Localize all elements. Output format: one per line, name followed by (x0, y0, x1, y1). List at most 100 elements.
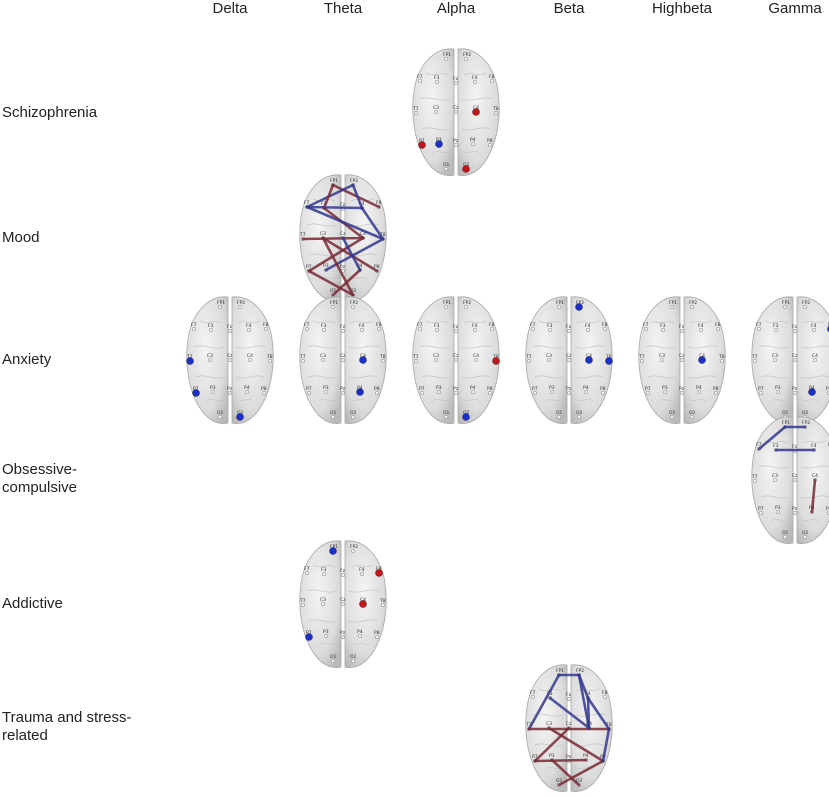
brain-map-delta-anxiety: FP1FP2F7F3FzF4F8T7C3CzC4T8P7P3PzP4P8O1O2 (180, 291, 280, 429)
sulcus-line (574, 345, 606, 349)
left-hemisphere (751, 296, 794, 424)
electrode-marker (470, 389, 476, 395)
electrode-label-cz: Cz (792, 473, 798, 479)
sulcus-line (689, 320, 713, 324)
connectivity-edge-t8-p8 (601, 727, 611, 763)
electrode-marker (792, 390, 798, 396)
electrode-label-p3: P3 (210, 385, 216, 391)
electrode-marker (600, 390, 606, 396)
electrode-label-f7: F7 (530, 690, 536, 696)
electrode-marker (210, 389, 216, 395)
sulcus-line (312, 564, 336, 568)
connectivity-edge-fp1-f7 (757, 425, 787, 451)
left-hemisphere (412, 296, 455, 424)
electrode-label-f4: F4 (246, 323, 252, 329)
electrode-marker (792, 357, 798, 363)
significant-node-o2 (236, 413, 244, 421)
electrode-label-t8: T8 (492, 354, 499, 360)
electrode-marker (261, 390, 267, 396)
electrode-label-p8: P8 (374, 630, 380, 636)
electrode-marker (669, 304, 675, 310)
brain-svg: FP1FP2F7F3FzF4F8T7C3CzC4T8P7P3PzP4P8O1O2 (525, 296, 613, 424)
electrode-label-o2: O2 (802, 530, 809, 536)
brain-map-alpha-anxiety: FP1FP2F7F3FzF4F8T7C3CzC4T8P7P3PzP4P8O1O2 (406, 291, 506, 429)
band-header-beta: Beta (553, 0, 585, 17)
electrode-label-f4: F4 (811, 443, 817, 449)
electrode-label-f3: F3 (773, 323, 779, 329)
sulcus-line (802, 320, 826, 324)
electrode-marker (756, 326, 762, 332)
electrode-label-fp1: FP1 (217, 300, 225, 306)
electrode-marker (713, 390, 719, 396)
electrode-label-p7: P7 (419, 386, 425, 392)
significant-node-c4 (585, 356, 593, 364)
electrode-marker (526, 358, 532, 364)
electrode-marker (719, 358, 725, 364)
electrode-marker (453, 328, 459, 334)
electrode-label-p8: P8 (487, 138, 493, 144)
electrode-marker (812, 357, 818, 363)
electrode-marker (323, 633, 329, 639)
electrode-marker (443, 56, 449, 62)
electrode-label-o1: O1 (669, 410, 676, 416)
electrode-label-o1: O1 (330, 410, 337, 416)
electrode-label-f3: F3 (434, 75, 440, 81)
electrode-marker (244, 389, 250, 395)
electrode-label-p3: P3 (323, 385, 329, 391)
electrode-marker (304, 326, 310, 332)
electrode-label-p3: P3 (775, 505, 781, 511)
sulcus-line (544, 398, 564, 402)
sulcus-line (532, 345, 564, 349)
electrode-label-c4: C4 (812, 353, 818, 359)
sulcus-line (576, 688, 600, 692)
connectivity-edge-p7-p4 (533, 758, 588, 763)
electrode-label-t7: T7 (525, 354, 532, 360)
electrode-marker (300, 358, 306, 364)
electrode-label-f3: F3 (660, 323, 666, 329)
sulcus-line (350, 320, 374, 324)
connectivity-edge-t7-c4 (301, 236, 365, 241)
electrode-label-pz: Pz (453, 386, 459, 392)
electrode-marker (350, 548, 356, 554)
electrode-marker (227, 390, 233, 396)
electrode-label-o1: O1 (217, 410, 224, 416)
brain-svg: FP1FP2F7F3FzF4F8T7C3CzC4T8P7P3PzP4P8O1O2 (751, 416, 829, 544)
electrode-marker (782, 534, 788, 540)
sulcus-line (647, 375, 677, 379)
electrode-marker (237, 304, 243, 310)
electrode-label-fp2: FP2 (350, 544, 358, 550)
electrode-label-p8: P8 (261, 386, 267, 392)
electrode-marker (811, 327, 817, 333)
electrode-label-p4: P4 (470, 385, 476, 391)
disorder-label-line: Trauma and stress- (2, 709, 132, 726)
electrode-label-f8: F8 (602, 690, 608, 696)
electrode-marker (453, 109, 459, 115)
sulcus-line (576, 320, 600, 324)
significant-node-p3 (435, 140, 443, 148)
electrode-label-p4: P4 (357, 629, 363, 635)
significant-node-t8 (492, 357, 500, 365)
sulcus-line (800, 518, 820, 522)
sulcus-line (318, 642, 338, 646)
electrode-label-fp1: FP1 (782, 420, 790, 426)
electrode-marker (359, 327, 365, 333)
electrode-marker (698, 327, 704, 333)
sulcus-line (687, 375, 717, 379)
electrode-marker (340, 390, 346, 396)
electrode-label-f4: F4 (585, 323, 591, 329)
electrode-label-f7: F7 (417, 74, 423, 80)
sulcus-line (306, 589, 338, 593)
electrode-label-o1: O1 (330, 288, 337, 294)
connectivity-edge-cz-p4 (341, 236, 362, 272)
electrode-marker (340, 634, 346, 640)
electrode-label-pz: Pz (566, 754, 572, 760)
significant-node-t8 (605, 357, 613, 365)
sulcus-line (760, 495, 790, 499)
electrode-label-o1: O1 (330, 654, 337, 660)
electrode-marker (217, 414, 223, 420)
electrode-marker (374, 390, 380, 396)
sulcus-line (235, 345, 267, 349)
electrode-label-o2: O2 (350, 654, 357, 660)
electrode-label-c4: C4 (360, 231, 366, 237)
brain-map-beta-anxiety: FP1FP2F7F3FzF4F8T7C3CzC4T8P7P3PzP4P8O1O2 (519, 291, 619, 429)
